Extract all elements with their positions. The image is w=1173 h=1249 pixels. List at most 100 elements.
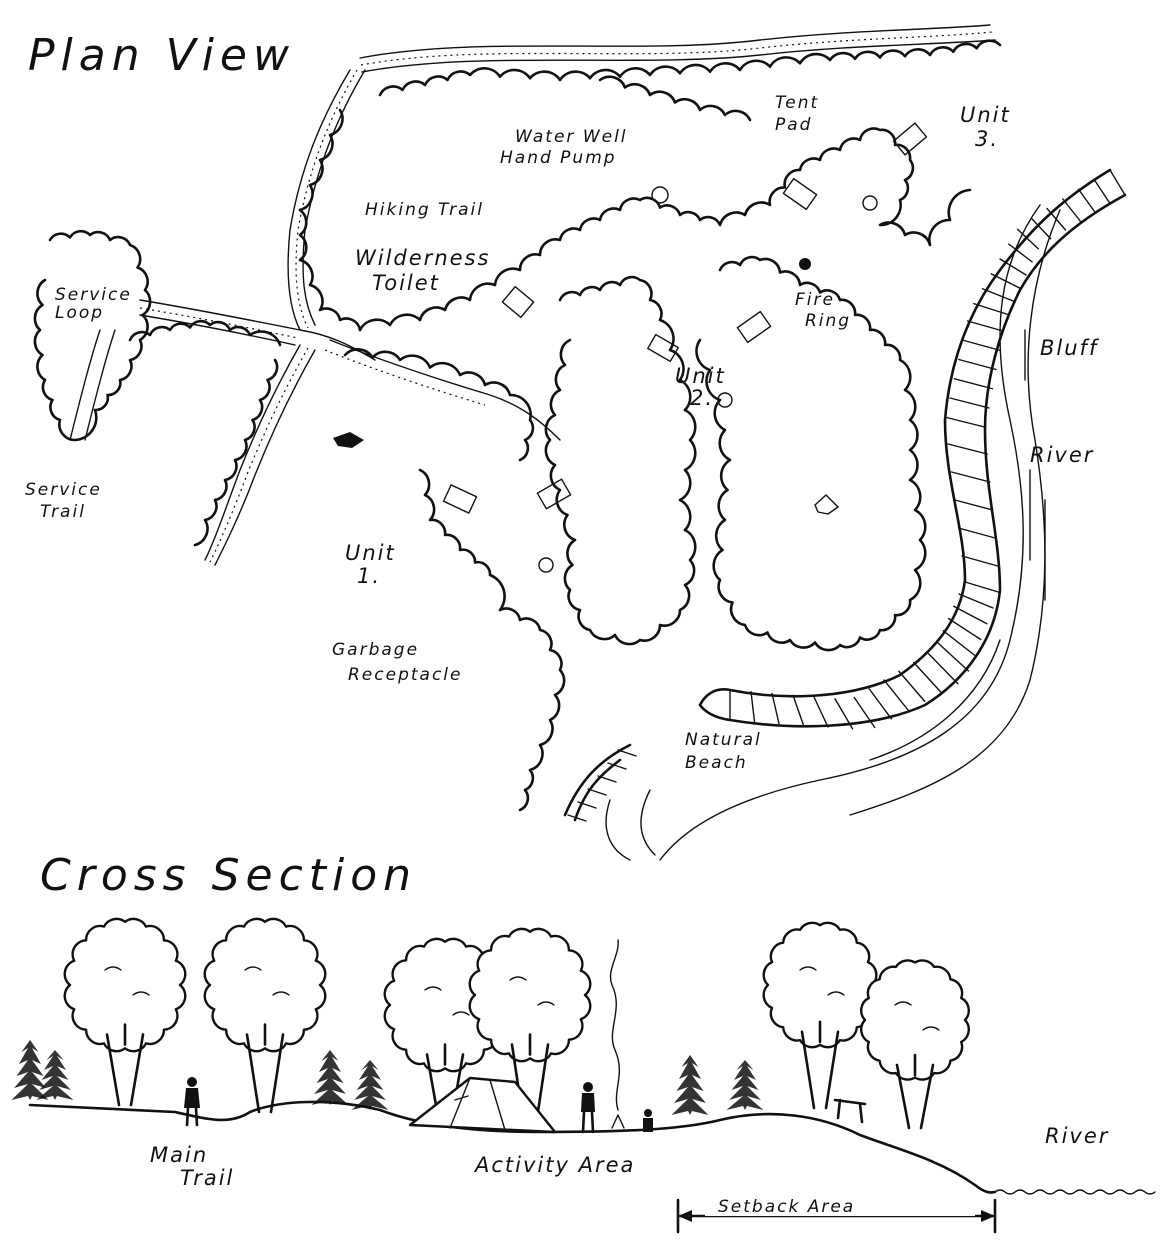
bluff-hatch [949, 397, 990, 409]
person-icon [184, 1077, 200, 1127]
river-surface [994, 1189, 1156, 1195]
bluff-hatch [1093, 178, 1111, 205]
label-receptacle: Receptacle [348, 665, 462, 685]
label-service: Service [55, 285, 132, 305]
bluff-hatch [868, 688, 893, 720]
canopy-scallop [418, 468, 566, 812]
bluff-hatch [950, 471, 991, 483]
hiking-trail [69, 24, 996, 566]
plan-labels: Plan View Water Well Hand Pump Tent Pad … [25, 30, 1100, 773]
canopy-scallop [128, 319, 282, 347]
plan-view-title: Plan View [28, 30, 295, 81]
garbage-can-icon [717, 392, 733, 408]
bluff-hatch [813, 696, 829, 728]
label-hand-pump: Hand Pump [500, 148, 617, 168]
label-water-well: Water Well [515, 127, 628, 147]
tent-pad-icon [736, 310, 772, 344]
deciduous-tree-icon [860, 959, 970, 1130]
garbage-can-icon [538, 557, 554, 573]
plan-view: Plan View Water Well Hand Pump Tent Pad … [25, 24, 1127, 861]
bluff-hatch [961, 555, 999, 567]
tent-pad-icon [536, 478, 572, 510]
conifer-tree-icon [671, 1055, 709, 1115]
bluff-hatch [973, 302, 1009, 316]
label-unit-2-number: 2. [690, 386, 714, 410]
person-icon [581, 1082, 595, 1134]
bluff-hatch [942, 630, 976, 656]
canopy-scallop [598, 75, 752, 122]
tent-pad-icon [782, 177, 818, 211]
conifer-tree-icon [311, 1050, 349, 1105]
conifer-tree-icon [36, 1050, 74, 1100]
tent-icon [408, 1076, 557, 1134]
deciduous-tree-icon [63, 917, 187, 1107]
label-trail: Trail [180, 1166, 234, 1190]
label-unit-1: Unit [345, 541, 396, 565]
tree-canopy-edges [33, 39, 1002, 812]
bluff-hatch [937, 642, 970, 672]
label-natural: Natural [685, 730, 762, 750]
deciduous-tree-icon [762, 921, 878, 1110]
label-setback-area: Setback Area [718, 1197, 855, 1217]
label-pad: Pad [775, 115, 812, 135]
bluff-hatch [953, 605, 988, 625]
bluff-hatch [1109, 169, 1126, 196]
rock-icon [333, 432, 364, 448]
bluff-hatch [927, 653, 959, 685]
bluff-hatch [963, 581, 1000, 593]
bluff-hatch [958, 358, 997, 371]
tent-pad-icon [892, 122, 928, 156]
label-service-trail-1: Service [25, 480, 102, 500]
label-bluff: Bluff [1040, 336, 1100, 360]
person-icon [643, 1109, 653, 1132]
label-garbage: Garbage [332, 640, 419, 660]
bluff-hatch [834, 698, 854, 730]
canopy-scallop [33, 229, 152, 442]
bluff-hatch [1030, 217, 1052, 240]
canopy-scallop [298, 108, 972, 332]
star-marker-icon [814, 494, 839, 515]
campfire-icon [609, 939, 625, 1129]
amenities [333, 122, 928, 573]
bluff-hatch [966, 320, 1004, 332]
label-river-plan: River [1030, 443, 1094, 467]
setback-dimension: Setback Area [676, 1196, 997, 1234]
bluff-hatch [957, 527, 996, 539]
garbage-can-icon [862, 195, 878, 211]
people [184, 939, 867, 1134]
bluff-hatch [962, 339, 1001, 351]
label-loop: Loop [55, 303, 104, 323]
bluff-hatch [990, 273, 1021, 289]
label-tent: Tent [775, 93, 819, 113]
cross-section-title: Cross Section [40, 850, 417, 901]
bluff-hatch [853, 696, 876, 729]
tent-pad-icon [442, 484, 478, 514]
label-river-section: River [1045, 1124, 1109, 1148]
bluff-hatch [913, 661, 942, 694]
label-hiking-trail: Hiking Trail [365, 200, 484, 220]
conifer-tree-icon [11, 1040, 49, 1100]
canopy-scallop [544, 275, 697, 646]
water-pump-icon [651, 186, 669, 204]
label-activity-area: Activity Area [473, 1153, 635, 1177]
bluff-hatch [750, 691, 756, 723]
bluff-hatch [1046, 207, 1067, 231]
picnic-table-icon [833, 1098, 867, 1124]
beach-hatch [607, 762, 627, 770]
conifer-tree-icon [726, 1060, 764, 1110]
canopy-scallop [695, 255, 927, 652]
bluff-edge [563, 168, 1127, 822]
label-toilet: Toilet [372, 271, 440, 295]
bluff-hatch [792, 694, 805, 726]
cross-section: Cross Section [11, 850, 1156, 1234]
section-trees [11, 917, 970, 1130]
fire-ring-icon [799, 258, 811, 270]
label-service-trail-2: Trail [40, 502, 86, 522]
label-ring: Ring [805, 311, 851, 331]
bluff-hatch [771, 692, 780, 725]
canopy-scallop [343, 348, 535, 462]
label-unit-3-number: 3. [975, 127, 999, 151]
canopy-scallop [378, 39, 1002, 97]
canopy-scallop [193, 358, 279, 547]
